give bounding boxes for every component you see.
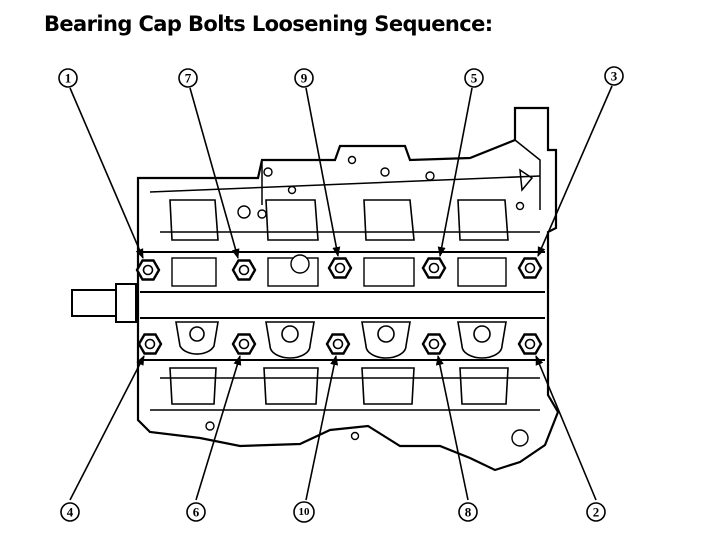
upper-bores	[169, 199, 509, 241]
crankshaft-snout	[71, 283, 137, 323]
callout-badge: 10	[293, 501, 315, 523]
callout-badge: 7	[178, 68, 198, 88]
leader-arrow	[305, 355, 339, 501]
leader-arrow	[189, 87, 240, 259]
leader-arrows-bottom	[69, 355, 597, 501]
leader-arrow	[69, 87, 144, 259]
bolt	[231, 259, 257, 281]
block-details	[205, 155, 529, 447]
leader-arrow	[537, 85, 613, 257]
callout-badge: 8	[458, 502, 478, 522]
bolt	[137, 333, 163, 355]
callout-badge: 2	[586, 502, 606, 522]
lower-bores	[169, 367, 509, 405]
callout-number: 5	[471, 71, 478, 86]
callouts-top: 1 7 9 5 3	[58, 66, 624, 88]
engine-block-outline	[136, 106, 560, 472]
callout-number: 1	[65, 71, 72, 86]
callout-badge: 1	[58, 68, 78, 88]
callouts-bottom: 4 6 10 8 2	[60, 501, 606, 523]
block-inner-lines	[149, 139, 541, 411]
callout-badge: 5	[464, 68, 484, 88]
leader-arrow	[435, 355, 469, 501]
callout-number: 4	[67, 505, 74, 520]
callout-number: 9	[301, 71, 308, 86]
bearing-journals	[175, 321, 507, 359]
leader-arrows-top	[69, 85, 613, 259]
callout-number: 7	[185, 71, 192, 86]
leader-arrow	[437, 87, 473, 257]
leader-arrow	[195, 355, 242, 501]
callout-number: 6	[193, 505, 200, 520]
leader-arrow	[535, 355, 597, 501]
leader-arrow	[69, 355, 145, 501]
callout-number: 8	[465, 505, 472, 520]
callout-badge: 4	[60, 502, 80, 522]
bolts-bottom-row	[137, 333, 543, 355]
callout-number: 2	[593, 505, 600, 520]
bolt	[517, 257, 543, 279]
bolt	[325, 333, 351, 355]
callout-badge: 6	[186, 502, 206, 522]
bolt	[231, 333, 257, 355]
bolt	[517, 333, 543, 355]
bolts-top-row	[135, 257, 543, 281]
bolt	[421, 257, 447, 279]
bolt	[421, 333, 447, 355]
leader-arrow	[305, 87, 341, 257]
bolt	[135, 259, 161, 281]
bearing-cap-bridge	[140, 251, 545, 361]
bolt	[327, 257, 353, 279]
callout-number: 3	[611, 69, 618, 84]
callout-number: 10	[299, 506, 311, 518]
page-title: Bearing Cap Bolts Loosening Sequence:	[44, 12, 493, 36]
callout-badge: 9	[294, 68, 314, 88]
callout-badge: 3	[604, 66, 624, 86]
